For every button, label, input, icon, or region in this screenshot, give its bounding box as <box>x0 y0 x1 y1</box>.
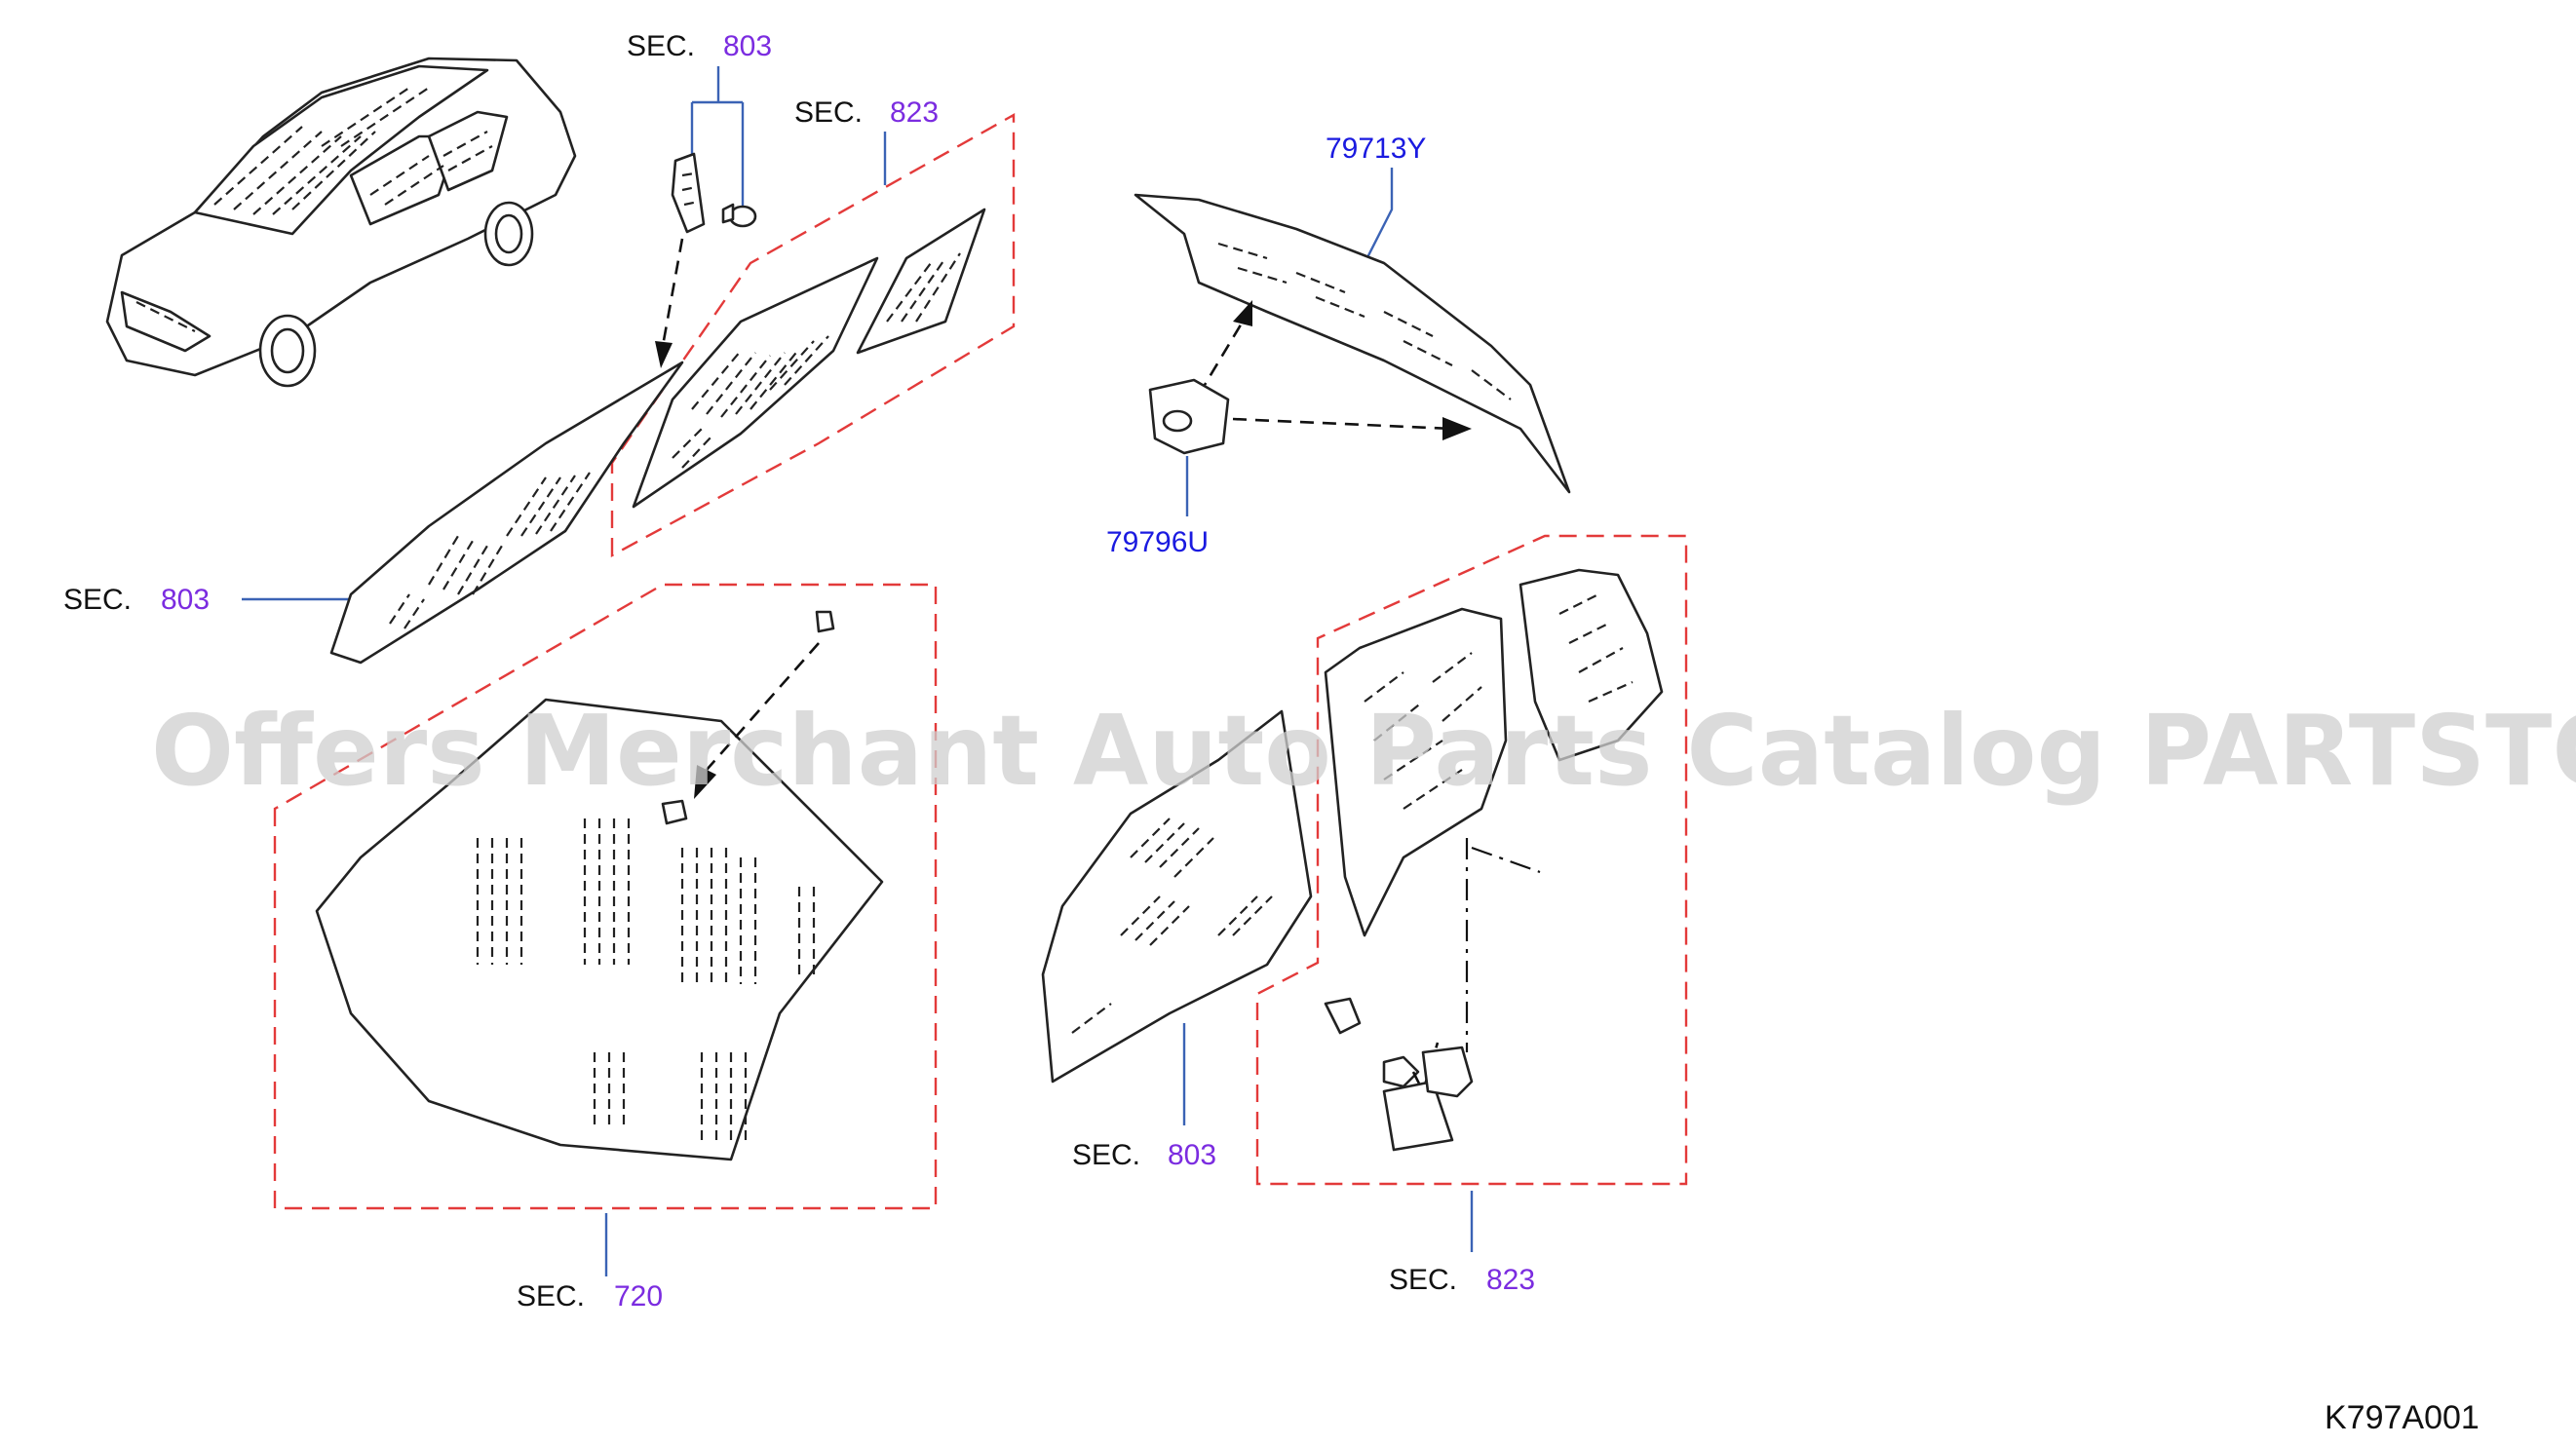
sec-823-top-number[interactable]: 823 <box>890 96 939 129</box>
sec-803-bottom-number[interactable]: 803 <box>1168 1139 1216 1171</box>
rear-shelf-group: 79713Y 79796U <box>1106 133 1571 558</box>
sec-803-left-prefix: SEC. <box>63 584 132 616</box>
sec-803-bottom-prefix: SEC. <box>1072 1139 1140 1171</box>
sec-720-number[interactable]: 720 <box>614 1280 663 1313</box>
sec-803-left-number[interactable]: 803 <box>161 584 210 616</box>
sec-823-bottom-group: SEC. 823 <box>1255 534 1688 1296</box>
sec-720-group: SEC. 720 <box>273 583 938 1313</box>
car-overview-illustration <box>105 57 577 388</box>
diagram-code: K797A001 <box>2325 1399 2480 1436</box>
clip-part-number[interactable]: 79796U <box>1106 526 1209 558</box>
sec-803-top-number[interactable]: 803 <box>723 30 772 62</box>
watermark-text: Offers Merchant Auto Parts Catalog PARTS… <box>151 694 2576 808</box>
sec-803-left-group: SEC. 803 <box>63 361 684 665</box>
sec-823-top-prefix: SEC. <box>794 96 863 129</box>
rear-shelf-part-number[interactable]: 79713Y <box>1326 133 1426 165</box>
sec-823-top-group: SEC. 823 <box>610 96 1016 558</box>
sec-823-bottom-prefix: SEC. <box>1389 1264 1457 1296</box>
sec-823-bottom-number[interactable]: 823 <box>1486 1264 1535 1296</box>
sec-803-bottom-group: SEC. 803 <box>1041 709 1313 1171</box>
sec-803-top-group: SEC. 803 <box>627 30 772 368</box>
sec-720-prefix: SEC. <box>517 1280 585 1313</box>
sec-803-top-prefix: SEC. <box>627 30 695 62</box>
